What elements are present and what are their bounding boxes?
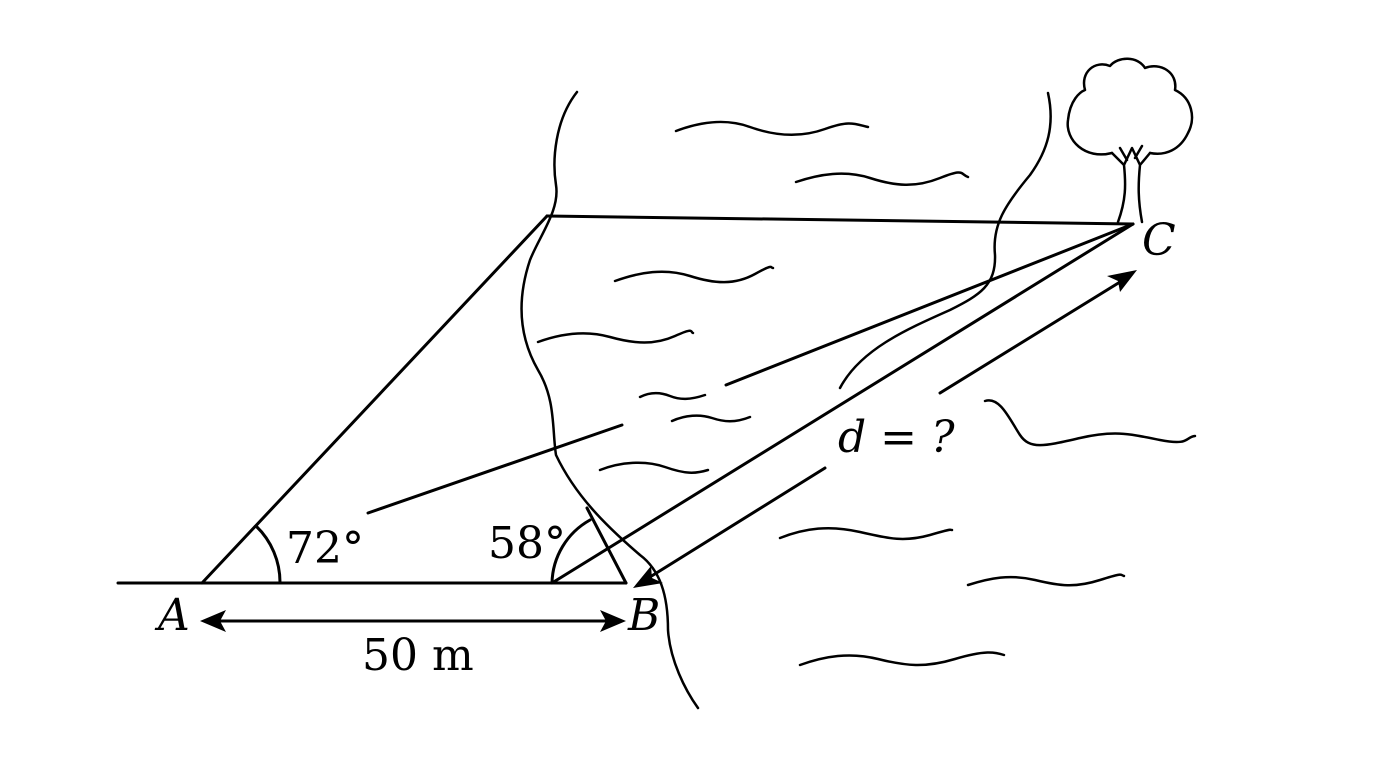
construction-lines	[116, 214, 1135, 585]
distance-label: d = ?	[838, 412, 955, 463]
line-b-to-c	[550, 222, 1135, 585]
angle-b-label: 58°	[488, 518, 566, 569]
wave	[638, 391, 707, 401]
distance-arrow	[633, 270, 1137, 588]
line-far-point-to-c	[545, 214, 1135, 226]
line-b-to-near-point	[585, 506, 628, 585]
wave	[598, 461, 710, 474]
far-river-bank	[838, 91, 1052, 390]
wave	[794, 171, 970, 186]
wave	[778, 526, 954, 541]
point-b-label: B	[627, 590, 660, 641]
baseline-length-label: 50 m	[362, 630, 474, 681]
wave	[674, 120, 870, 137]
line-a-to-far-point	[200, 214, 549, 585]
angle-arc-a	[254, 524, 282, 585]
angle-arc-b	[550, 518, 592, 585]
line-sight-lower	[366, 423, 624, 515]
tree-icon	[1066, 57, 1194, 224]
wave	[966, 573, 1126, 587]
wave	[798, 651, 1006, 667]
wave	[983, 399, 1197, 447]
line-sight-upper	[724, 222, 1135, 387]
baseline-measure-arrow	[200, 610, 626, 632]
wave	[613, 265, 775, 284]
point-a-label: A	[154, 590, 190, 641]
point-c-label: C	[1142, 215, 1176, 266]
near-river-bank	[520, 90, 700, 710]
wave	[536, 329, 695, 344]
water-waves	[536, 120, 1197, 667]
angle-a-label: 72°	[286, 523, 364, 574]
wave	[670, 414, 752, 423]
